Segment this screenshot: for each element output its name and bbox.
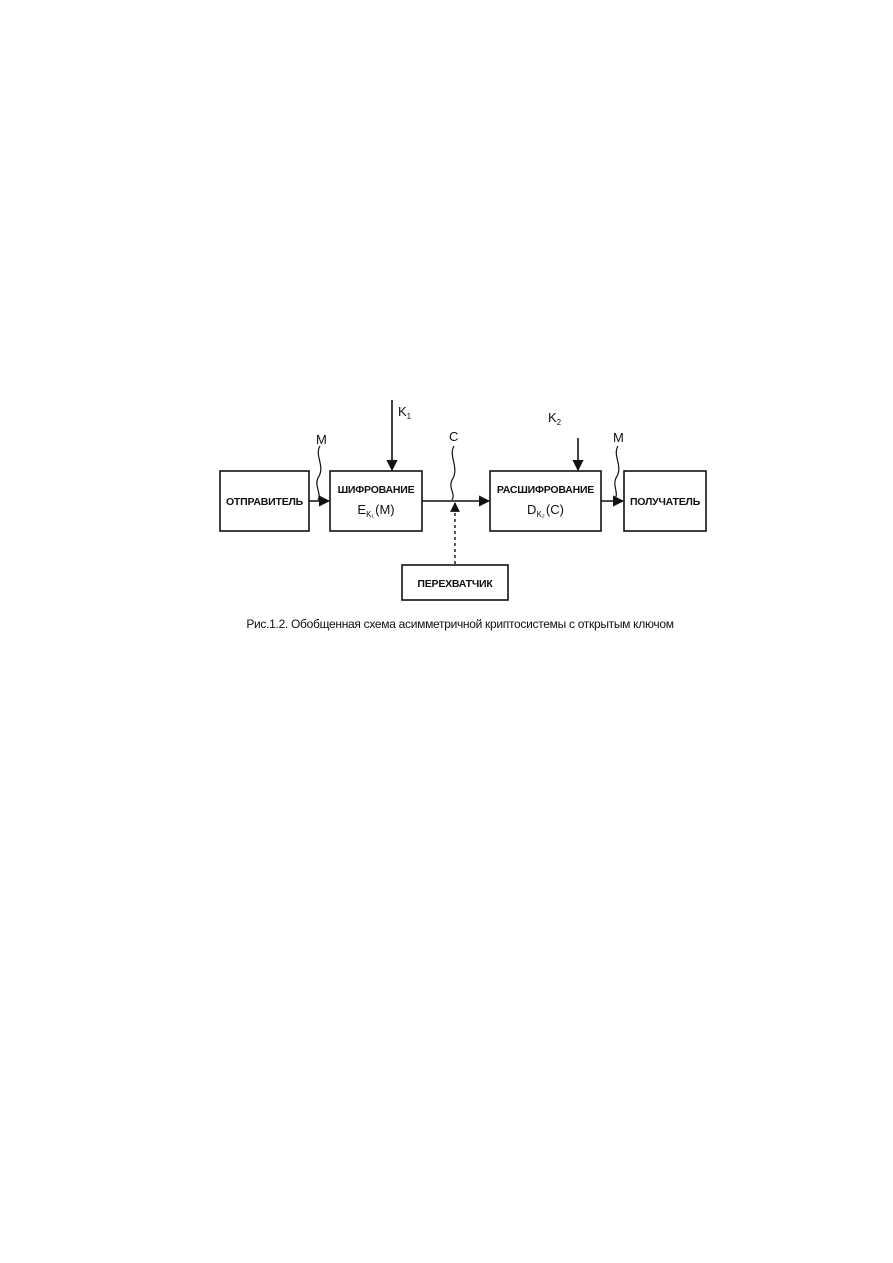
decrypt-node: РАСШИФРОВАНИЕ DK₂(C) [489, 470, 602, 532]
receiver-label: ПОЛУЧАТЕЛЬ [630, 496, 701, 508]
receiver-node: ПОЛУЧАТЕЛЬ [623, 470, 707, 532]
leader-ciphertext [450, 445, 456, 501]
decrypt-title: РАСШИФРОВАНИЕ [497, 484, 594, 496]
decrypt-function: DK₂(C) [527, 502, 564, 519]
message-out-label: M [613, 430, 624, 445]
encrypt-title: ШИФРОВАНИЕ [338, 484, 415, 496]
key2-label: K2 [548, 410, 562, 427]
ciphertext-label: C [449, 429, 458, 444]
encrypt-function: EK₁(M) [357, 502, 394, 519]
key1-label: K1 [398, 404, 412, 421]
sender-node: ОТПРАВИТЕЛЬ [219, 470, 310, 532]
interceptor-node: ПЕРЕХВАТЧИК [401, 564, 509, 601]
figure-caption: Рис.1.2. Обобщенная схема асимметричной … [246, 617, 673, 631]
message-in-label: M [316, 432, 327, 447]
sender-label: ОТПРАВИТЕЛЬ [226, 496, 304, 508]
interceptor-label: ПЕРЕХВАТЧИК [417, 578, 493, 590]
leader-message-out [613, 445, 620, 501]
leader-message-in [316, 445, 322, 501]
encrypt-node: ШИФРОВАНИЕ EK₁(M) [329, 470, 423, 532]
